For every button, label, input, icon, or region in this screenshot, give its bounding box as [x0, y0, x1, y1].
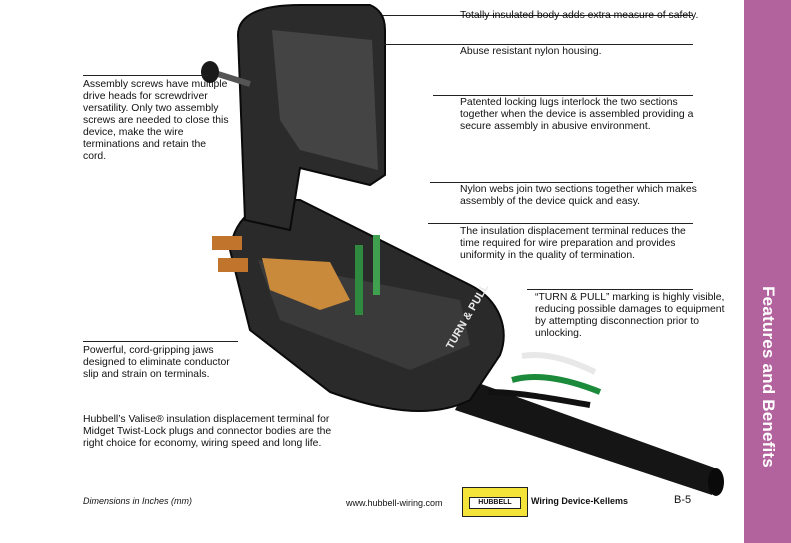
leader-line	[527, 289, 693, 290]
callout-valise-terminal: Hubbell’s Valise® insulation displacemen…	[83, 414, 332, 449]
plug-blade	[212, 236, 242, 250]
page-number: B-5	[674, 494, 692, 506]
section-title: Features and Benefits	[759, 286, 778, 468]
section-sidebar	[744, 0, 791, 543]
callout-locking-lugs: Patented locking lugs interlock the two …	[460, 97, 694, 132]
leader-line	[83, 341, 238, 342]
brand-name: Wiring Device-Kellems	[531, 496, 628, 506]
hubbell-logo: HUBBELL	[462, 487, 528, 517]
green-terminal	[355, 245, 363, 315]
leader-line	[383, 15, 693, 16]
callout-turn-pull: “TURN & PULL” marking is highly visible,…	[535, 292, 725, 339]
callout-cord-gripping-jaws: Powerful, cord-gripping jaws designed to…	[83, 345, 230, 380]
leader-line	[83, 75, 208, 76]
dimensions-note: Dimensions in Inches (mm)	[83, 496, 193, 506]
leader-line	[433, 95, 693, 96]
cord	[455, 380, 720, 495]
callout-displacement-terminal: The insulation displacement terminal red…	[460, 226, 686, 261]
callout-insulated-body: Totally insulated body adds extra measur…	[460, 10, 699, 21]
green-wire	[511, 374, 602, 395]
callout-nylon-webs: Nylon webs join two sections together wh…	[460, 184, 697, 207]
logo-text: HUBBELL	[469, 497, 521, 509]
brass-terminal	[262, 258, 350, 310]
black-wire	[487, 389, 591, 408]
leader-line	[428, 223, 693, 224]
white-wire	[521, 352, 597, 375]
website-url[interactable]: www.hubbell-wiring.com	[346, 498, 443, 508]
leader-line	[430, 182, 693, 183]
callout-nylon-housing: Abuse resistant nylon housing.	[460, 46, 602, 57]
leader-line	[383, 44, 693, 45]
callout-assembly-screws: Assembly screws have multiple drive head…	[83, 79, 229, 162]
